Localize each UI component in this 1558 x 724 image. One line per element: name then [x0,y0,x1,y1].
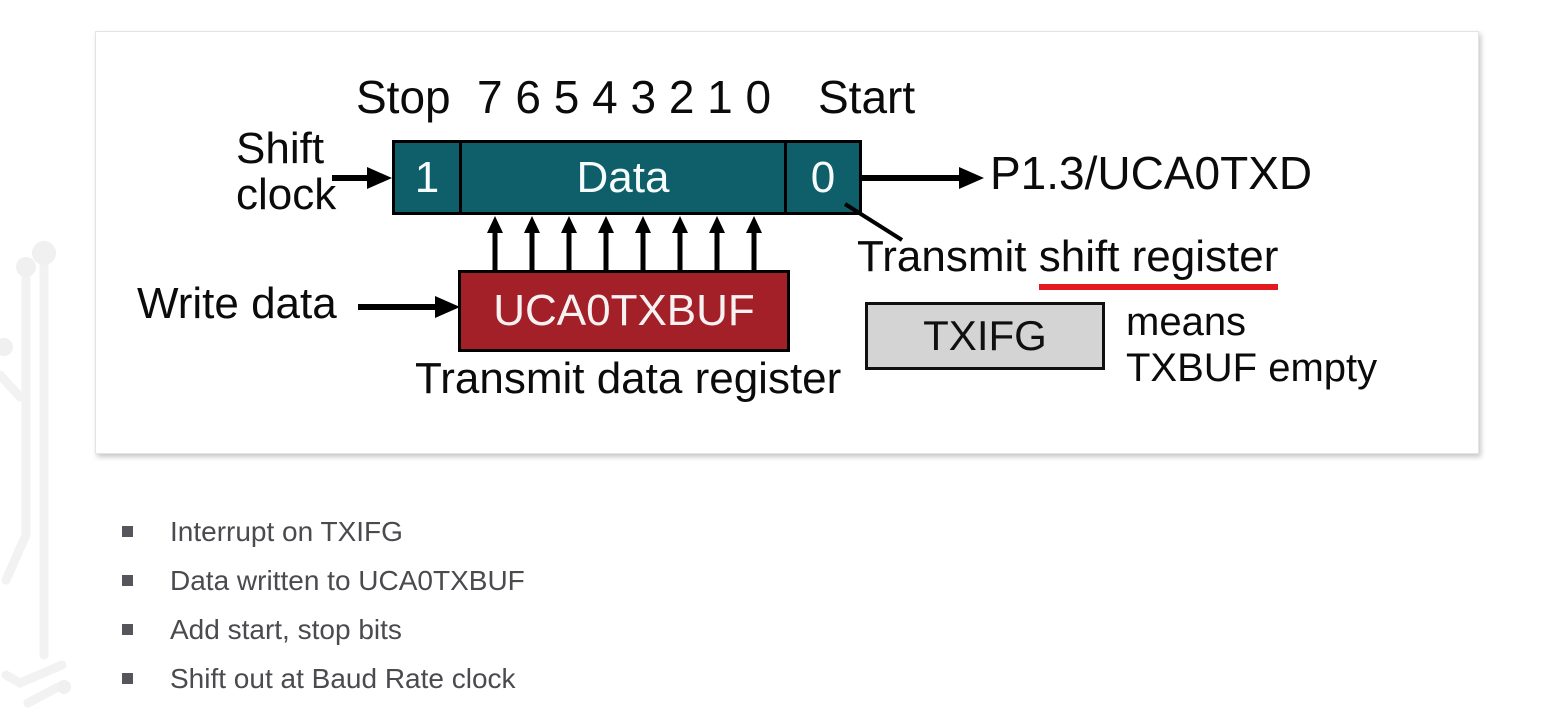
register-data-cell: Data [459,143,787,212]
list-item: Data written to UCA0TXBUF [122,565,525,597]
txifg-flag-box: TXIFG [865,302,1105,370]
bullet-text: Add start, stop bits [170,614,402,645]
bullet-square-icon [122,526,133,537]
register-start-bit-cell: 0 [810,152,836,202]
output-pin-label: P1.3/UCA0TXD [990,147,1313,199]
circuit-trace-decoration [0,241,71,708]
write-data-label: Write data [137,279,337,328]
transmit-shift-register-box: 1 Data 0 [392,140,862,215]
bullet-list: Interrupt on TXIFG Data written to UCA0T… [122,516,525,712]
stop-bit-label: Stop [356,71,451,123]
transmit-data-register-caption: Transmit data register [415,354,842,403]
bullet-square-icon [122,624,133,635]
txifg-meaning-label: means TXBUF empty [1126,300,1378,390]
bullet-text: Shift out at Baud Rate clock [170,663,516,694]
bullet-square-icon [122,673,133,684]
start-bit-label: Start [818,71,916,123]
bullet-text: Interrupt on TXIFG [170,516,403,547]
bit-number-labels: 7 6 5 4 3 2 1 0 [477,71,772,123]
diagram-panel [95,31,1479,454]
caption-prefix: Transmit [857,232,1039,281]
bullet-text: Data written to UCA0TXBUF [170,565,525,596]
list-item: Add start, stop bits [122,614,525,646]
transmit-shift-register-caption: Transmit shift register [857,232,1279,290]
shift-clock-label: Shift clock [236,124,337,219]
list-item: Interrupt on TXIFG [122,516,525,548]
register-stop-bit-cell: 1 [414,152,440,202]
list-item: Shift out at Baud Rate clock [122,663,525,695]
transmit-buffer-box: UCA0TXBUF [458,270,790,352]
caption-underlined-words: shift register [1038,232,1279,290]
bullet-square-icon [122,575,133,586]
